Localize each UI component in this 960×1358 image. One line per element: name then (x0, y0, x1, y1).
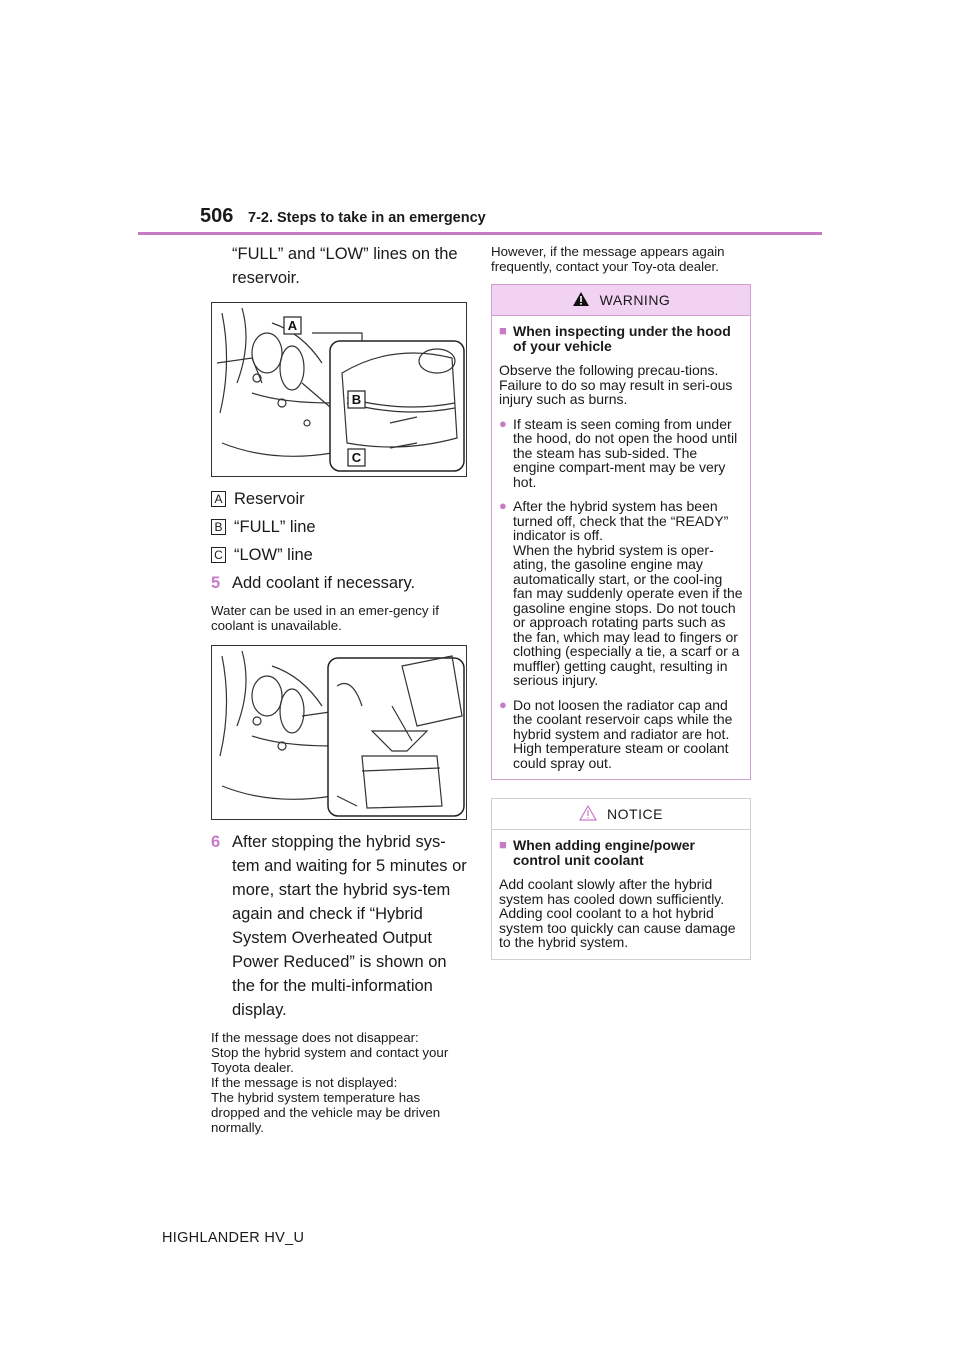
figure-legend: A Reservoir B “FULL” line C “LOW” line (211, 485, 471, 569)
legend-tag: B (211, 519, 226, 535)
legend-item-reservoir: A Reservoir (211, 485, 471, 513)
circle-bullet-icon: ● (499, 696, 507, 712)
bullet-text: If steam is seen coming from under the h… (513, 415, 738, 490)
legend-text: Reservoir (234, 489, 305, 508)
header-rule (138, 232, 822, 235)
step-6-notes: If the message does not disappear: Stop … (211, 1030, 471, 1135)
callout-a: A (288, 318, 298, 333)
note-line: If the message is not displayed: (211, 1075, 398, 1090)
step-text: Add coolant if necessary. (232, 574, 416, 592)
page-number: 506 (200, 205, 234, 227)
warning-body: ■ When inspecting under the hood of your… (492, 316, 750, 779)
legend-item-low-line: C “LOW” line (211, 541, 471, 569)
notice-subhead: ■ When adding engine/power control unit … (499, 837, 743, 868)
left-column: “FULL” and “LOW” lines on the reservoir. (211, 242, 471, 1147)
warning-subhead: ■ When inspecting under the hood of your… (499, 323, 743, 354)
notice-header: NOTICE (492, 799, 750, 830)
warning-bullet: ● If steam is seen coming from under the… (499, 415, 743, 490)
bullet-text: After the hybrid system has been turned … (513, 498, 743, 688)
warning-box: WARNING ■ When inspecting under the hood… (491, 284, 751, 780)
callout-b: B (352, 392, 361, 407)
square-bullet-icon: ■ (499, 323, 507, 338)
circle-bullet-icon: ● (499, 415, 507, 431)
circle-bullet-icon: ● (499, 498, 507, 513)
legend-item-full-line: B “FULL” line (211, 513, 471, 541)
warning-header: WARNING (492, 285, 750, 316)
right-column: However, if the message appears again fr… (491, 244, 751, 960)
note-text: Water can be used in an emer-gency if co… (211, 603, 439, 633)
notice-text: Add coolant slowly after the hybrid syst… (499, 876, 736, 950)
reservoir-figure: A B C (211, 302, 467, 477)
step-number: 5 (211, 574, 221, 592)
add-coolant-figure (211, 645, 467, 820)
notice-title: NOTICE (607, 806, 663, 822)
notice-body: ■ When adding engine/power control unit … (492, 830, 750, 959)
intro-text: However, if the message appears again fr… (491, 244, 725, 274)
notice-triangle-icon (579, 804, 598, 824)
step-6: 6 After stopping the hybrid sys-tem and … (211, 830, 471, 1022)
note-line: If the message does not disappear: (211, 1030, 419, 1045)
legend-text: “FULL” line (234, 517, 316, 536)
warning-bullet: ● After the hybrid system has been turne… (499, 498, 743, 688)
callout-c: C (352, 450, 362, 465)
warning-lead-2: Failure to do so may result in seri-ous … (499, 376, 733, 407)
step-5-note: Water can be used in an emer-gency if co… (211, 603, 471, 633)
warning-bullet: ● Do not loosen the radiator cap and the… (499, 696, 743, 771)
subhead-text: When inspecting under the hood of your v… (513, 323, 731, 354)
step-text: After stopping the hybrid sys-tem and wa… (232, 833, 467, 1019)
legend-tag: C (211, 547, 226, 563)
continuation-text: “FULL” and “LOW” lines on the reservoir. (232, 245, 458, 287)
note-line: Stop the hybrid system and contact your … (211, 1045, 449, 1075)
legend-tag: A (211, 491, 226, 507)
warning-triangle-icon (572, 291, 590, 310)
warning-title: WARNING (599, 292, 671, 308)
note-line: The hybrid system temperature has droppe… (211, 1090, 441, 1135)
footer-model: HIGHLANDER HV_U (162, 1230, 305, 1246)
square-bullet-icon: ■ (499, 837, 507, 852)
step-5: 5 Add coolant if necessary. (211, 571, 471, 595)
notice-box: NOTICE ■ When adding engine/power contro… (491, 798, 751, 960)
bullet-text: Do not loosen the radiator cap and the c… (513, 696, 733, 771)
step-number: 6 (211, 833, 221, 851)
subhead-text: When adding engine/power control unit co… (513, 837, 695, 868)
legend-text: “LOW” line (234, 545, 313, 564)
section-title: 7-2. Steps to take in an emergency (248, 210, 486, 226)
warning-lead-1: Observe the following precau-tions. (499, 362, 719, 378)
